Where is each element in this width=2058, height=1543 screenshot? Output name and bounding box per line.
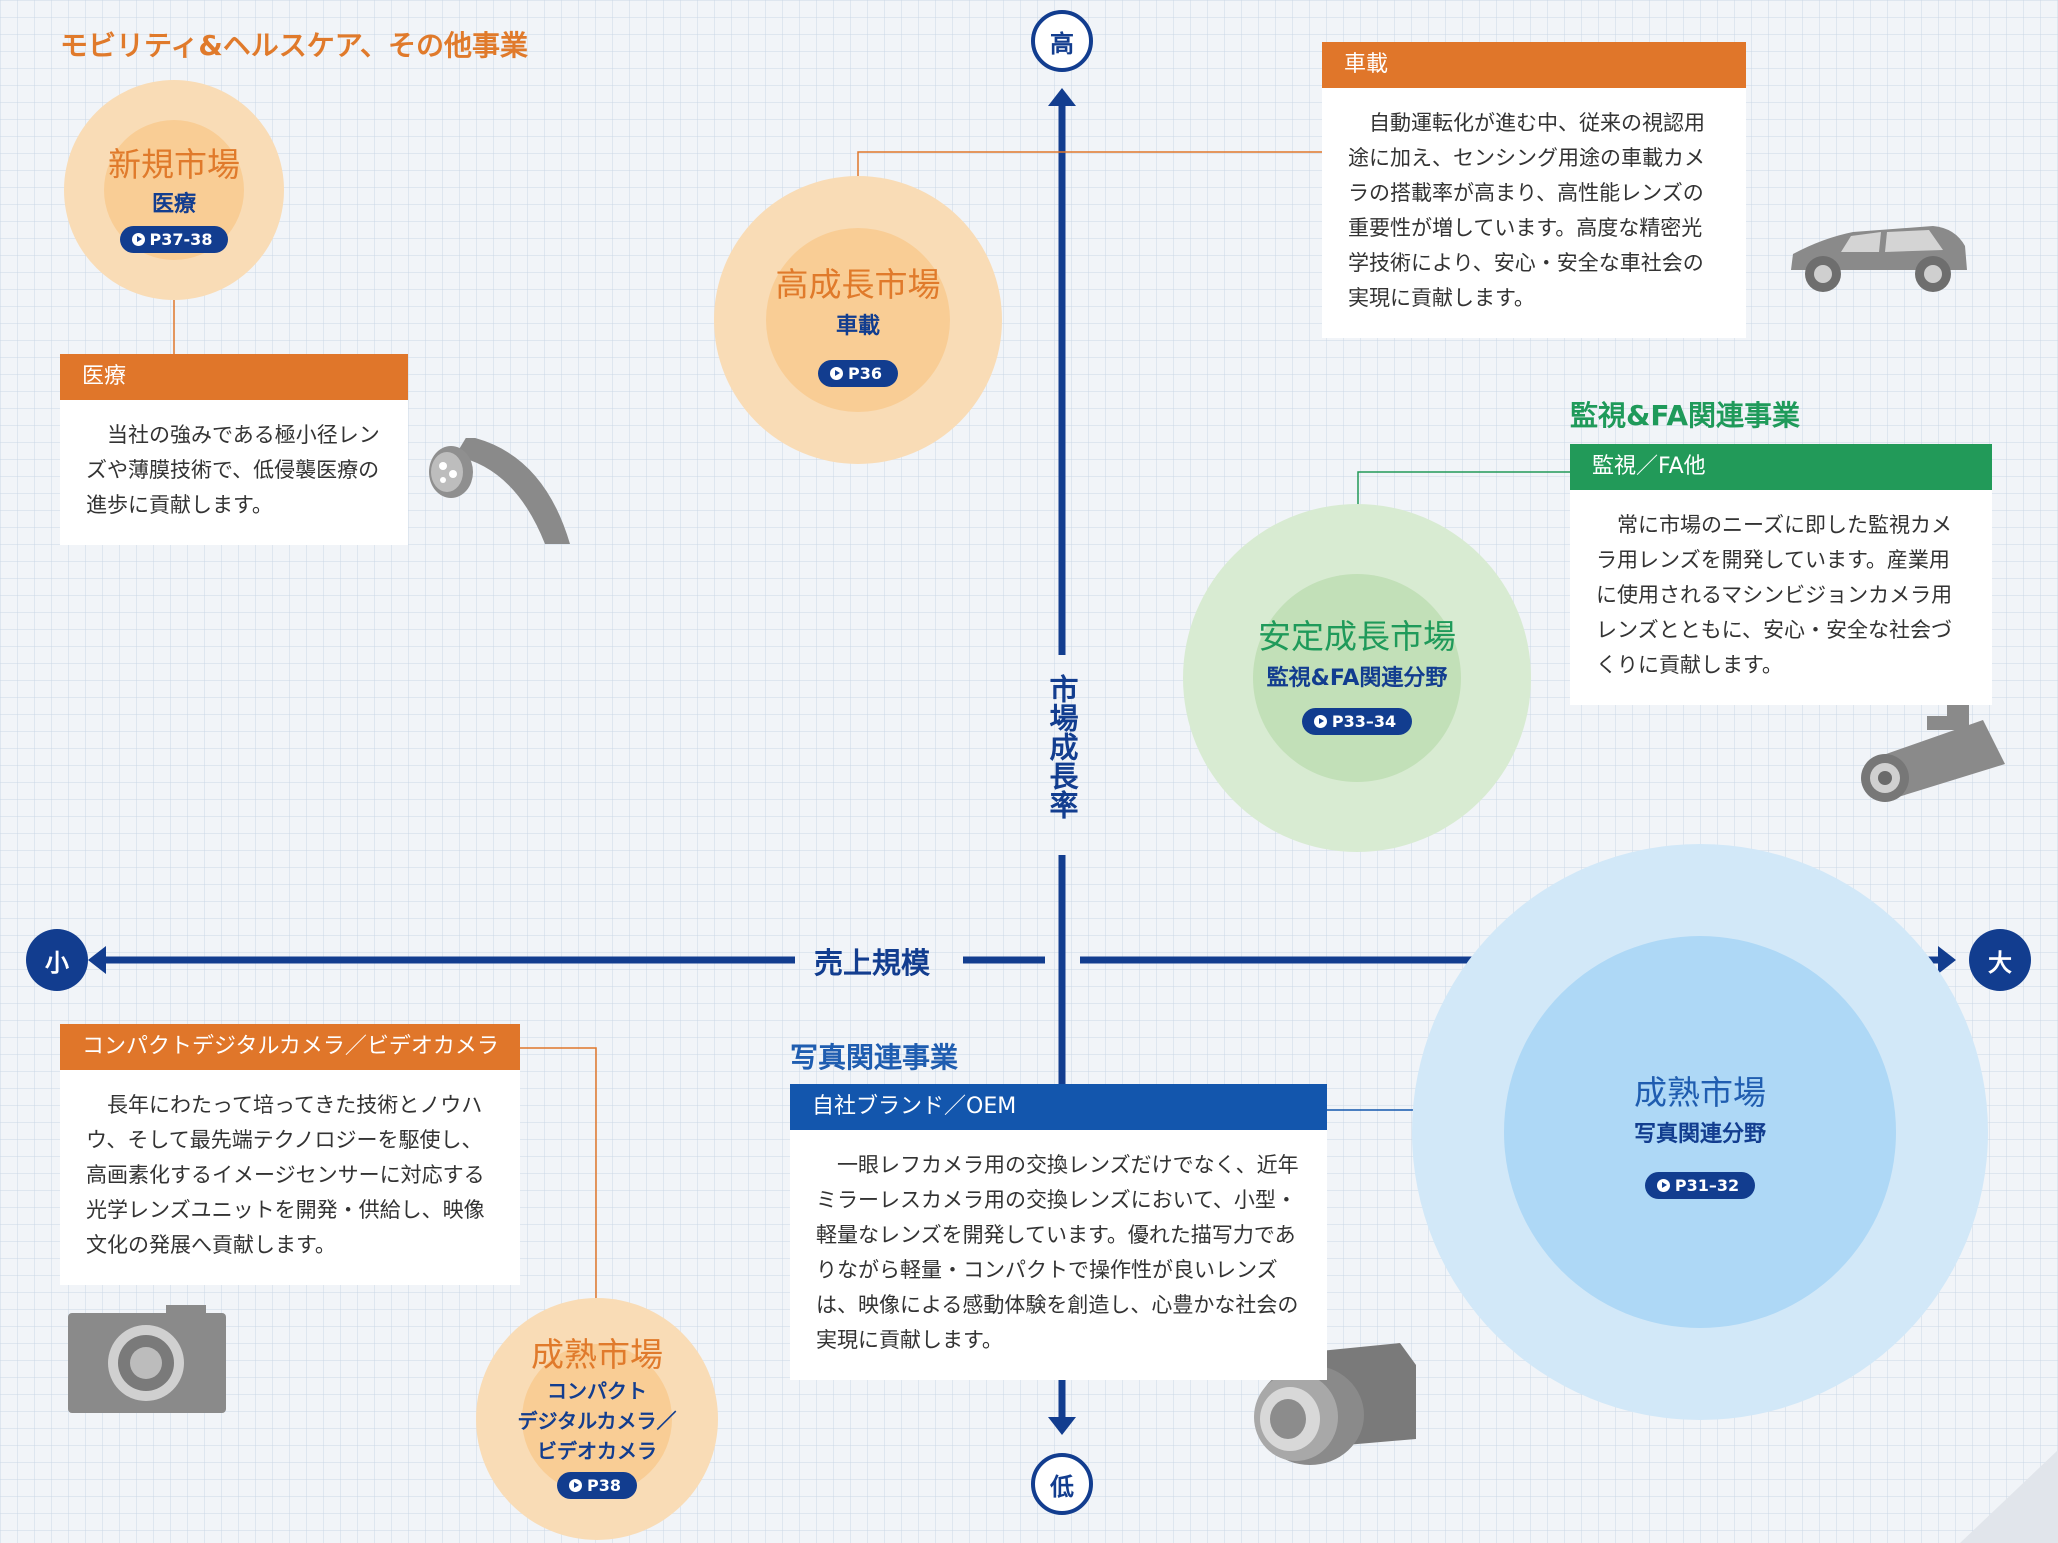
card-header: 医療 [60,354,408,400]
market-sub-line2: デジタルカメラ／ [517,1409,677,1433]
market-title: 成熟市場 [531,1335,663,1374]
play-icon [1656,1179,1670,1192]
axis-large-marker: 大 [1969,929,2031,991]
market-sub: 写真関連分野 [1633,1122,1766,1147]
section-title-surveillance: 監視&FA関連事業 [1570,399,1801,432]
play-icon [1313,715,1327,728]
card-body: 当社の強みである極小径レンズや薄膜技術で、低侵襲医療の進歩に貢献します。 [86,423,380,517]
section-title-photo: 写真関連事業 [790,1041,959,1074]
market-title: 新規市場 [108,145,240,184]
page-ref-badge[interactable]: P31–32 [1644,1172,1756,1199]
market-title: 成熟市場 [1634,1073,1766,1112]
card-body: 長年にわたって培ってきた技術とノウハウ、そして最先端テクノロジーを駆使し、高画素… [86,1093,485,1257]
market-sub: 車載 [835,314,880,339]
market-title: 安定成長市場 [1258,617,1456,656]
car-icon [1791,226,1967,292]
market-sub: 医療 [151,192,196,217]
card-surveillance: 監視／FA他 常に市場のニーズに即した監視カメラ用レンズを開発しています。産業用… [1570,444,1992,705]
page-ref-badge[interactable]: P37-38 [119,226,229,253]
market-circle-new: 新規市場 医療 P37-38 [64,80,284,300]
market-title: 高成長市場 [775,265,941,304]
market-sub-line1: コンパクト [547,1379,647,1403]
market-sub-line3: ビデオカメラ [537,1439,657,1463]
play-icon [830,367,843,380]
play-icon [131,233,145,246]
card-body: 自動運転化が進む中、従来の視認用途に加え、センシング用途の車載カメラの搭載率が高… [1348,111,1705,310]
card-header: コンパクトデジタルカメラ／ビデオカメラ [60,1024,520,1070]
endoscope-icon [429,438,570,544]
axis-small-marker: 小 [26,929,88,991]
card-header: 監視／FA他 [1570,444,1992,490]
axis-label-growth: 市場成長率 [1045,674,1079,819]
card-compact-camera: コンパクトデジタルカメラ／ビデオカメラ 長年にわたって培ってきた技術とノウハウ、… [60,1024,520,1285]
card-body: 一眼レフカメラ用の交換レンズだけでなく、近年ミラーレスカメラ用の交換レンズにおい… [816,1153,1299,1352]
axis-low-marker: 低 [1031,1453,1093,1515]
market-sub: 監視&FA関連分野 [1266,666,1448,691]
card-own-brand: 自社ブランド／OEM 一眼レフカメラ用の交換レンズだけでなく、近年ミラーレスカメ… [790,1084,1327,1380]
page-ref-badge[interactable]: P33–34 [1301,708,1413,735]
card-header: 車載 [1322,42,1746,88]
page-ref-badge[interactable]: P36 [818,360,898,387]
card-body: 常に市場のニーズに即した監視カメラ用レンズを開発しています。産業用に使用されるマ… [1596,513,1953,677]
card-automotive: 車載 自動運転化が進む中、従来の視認用途に加え、センシング用途の車載カメラの搭載… [1322,42,1746,338]
section-title-mobility: モビリティ&ヘルスケア、その他事業 [60,29,528,62]
market-circle-mature-photo: 成熟市場 写真関連分野 P31–32 [1412,844,1988,1420]
card-medical: 医療 当社の強みである極小径レンズや薄膜技術で、低侵襲医療の進歩に貢献します。 [60,354,408,545]
dslr-camera-icon [1254,1343,1416,1465]
market-circle-mature-compact: 成熟市場 コンパクト デジタルカメラ／ ビデオカメラ P38 [476,1298,718,1540]
axis-high-marker: 高 [1031,10,1093,72]
market-circle-high-growth: 高成長市場 車載 P36 [714,176,1002,464]
compact-camera-icon [68,1305,226,1413]
page-ref-badge[interactable]: P38 [557,1472,637,1499]
axis-label-sales: 売上規模 [814,946,931,980]
card-header: 自社ブランド／OEM [790,1084,1327,1130]
market-circle-stable-growth: 安定成長市場 監視&FA関連分野 P33–34 [1183,504,1531,852]
play-icon [569,1479,582,1492]
